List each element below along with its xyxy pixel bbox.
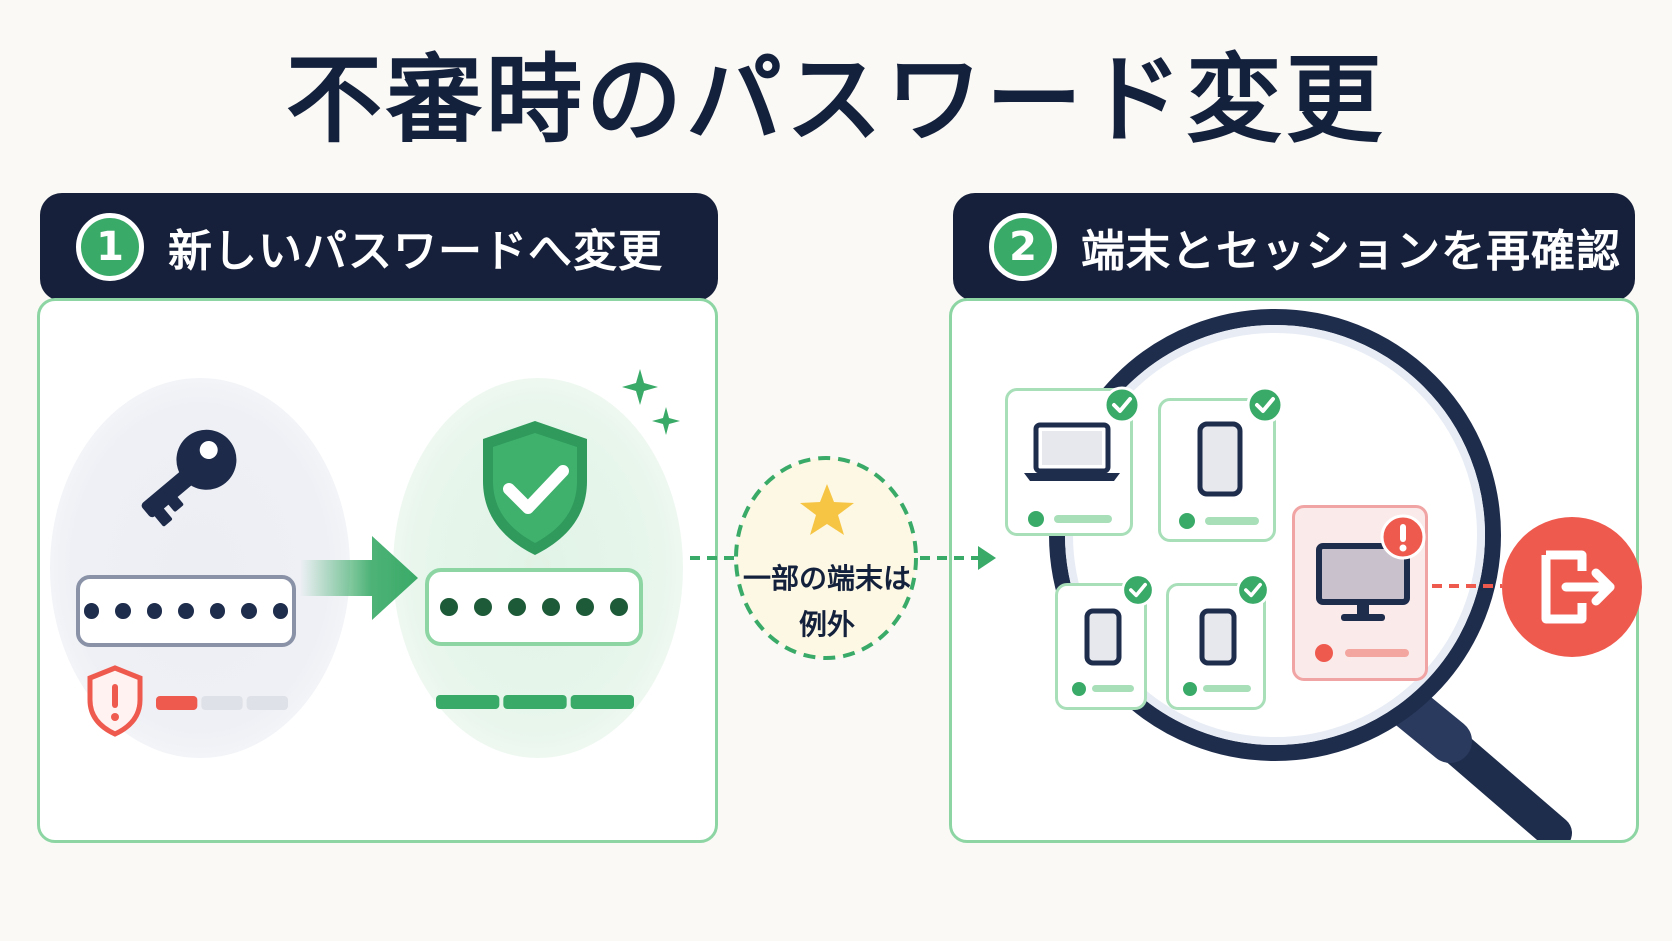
key-icon bbox=[141, 429, 237, 527]
old-password-strength-bar bbox=[156, 696, 288, 710]
step2-header: 2 端末とセッションを再確認 bbox=[953, 193, 1635, 301]
strength-segment bbox=[436, 695, 500, 709]
device-card-phone-1[interactable] bbox=[1158, 398, 1276, 542]
logout-icon[interactable] bbox=[1500, 515, 1644, 659]
sparkle-icon bbox=[622, 369, 680, 435]
strength-segment bbox=[156, 696, 198, 710]
exception-line1: 一部の端末は bbox=[742, 562, 911, 595]
password-dot bbox=[474, 598, 492, 616]
exception-badge bbox=[734, 456, 918, 660]
new-password-strength-bar bbox=[436, 695, 634, 709]
star-icon bbox=[800, 484, 854, 535]
check-badge-icon bbox=[1246, 386, 1284, 424]
alert-badge-icon bbox=[1380, 514, 1426, 560]
new-password-dots bbox=[425, 568, 643, 646]
exception-text: 一部の端末は 例外 bbox=[727, 556, 927, 648]
shield-check-icon bbox=[483, 421, 587, 555]
phone-icon bbox=[1084, 608, 1122, 666]
new-password-field bbox=[425, 568, 643, 646]
password-dot bbox=[542, 598, 560, 616]
check-badge-icon bbox=[1103, 386, 1141, 424]
step2-label: 端末とセッションを再確認 bbox=[1081, 226, 1621, 277]
password-dot bbox=[178, 603, 194, 619]
step1-number-badge: 1 bbox=[76, 213, 144, 281]
phone-icon bbox=[1197, 421, 1243, 497]
password-dot bbox=[241, 603, 257, 619]
logout-connector bbox=[1432, 584, 1502, 588]
strength-segment bbox=[201, 696, 243, 710]
password-dot bbox=[209, 603, 226, 619]
step1-label: 新しいパスワードへ変更 bbox=[168, 226, 663, 277]
step1-header: 1 新しいパスワードへ変更 bbox=[40, 193, 718, 301]
monitor-icon bbox=[1316, 543, 1410, 621]
old-password-field bbox=[76, 575, 296, 647]
password-dot bbox=[440, 598, 458, 616]
password-dot bbox=[272, 603, 288, 619]
password-dot bbox=[508, 598, 526, 616]
password-dot bbox=[576, 598, 594, 616]
old-password-dots bbox=[76, 575, 296, 647]
strength-segment bbox=[503, 695, 567, 709]
connector-arrow-right bbox=[920, 546, 996, 570]
connector-line-left bbox=[690, 556, 736, 560]
strength-segment bbox=[246, 696, 288, 710]
password-dot bbox=[115, 603, 131, 619]
password-dot bbox=[146, 603, 163, 619]
exception-line2: 例外 bbox=[798, 608, 855, 641]
strength-segment bbox=[570, 695, 634, 709]
laptop-icon bbox=[1024, 422, 1120, 481]
change-arrow bbox=[300, 536, 418, 620]
warning-shield-icon bbox=[87, 665, 143, 737]
password-dot bbox=[84, 603, 100, 619]
step2-number-badge: 2 bbox=[989, 213, 1057, 281]
phone-icon bbox=[1199, 608, 1237, 666]
check-badge-icon bbox=[1121, 573, 1155, 607]
check-badge-icon bbox=[1236, 573, 1270, 607]
page-title: 不審時のパスワード変更 bbox=[286, 44, 1386, 156]
password-dot bbox=[610, 598, 628, 616]
